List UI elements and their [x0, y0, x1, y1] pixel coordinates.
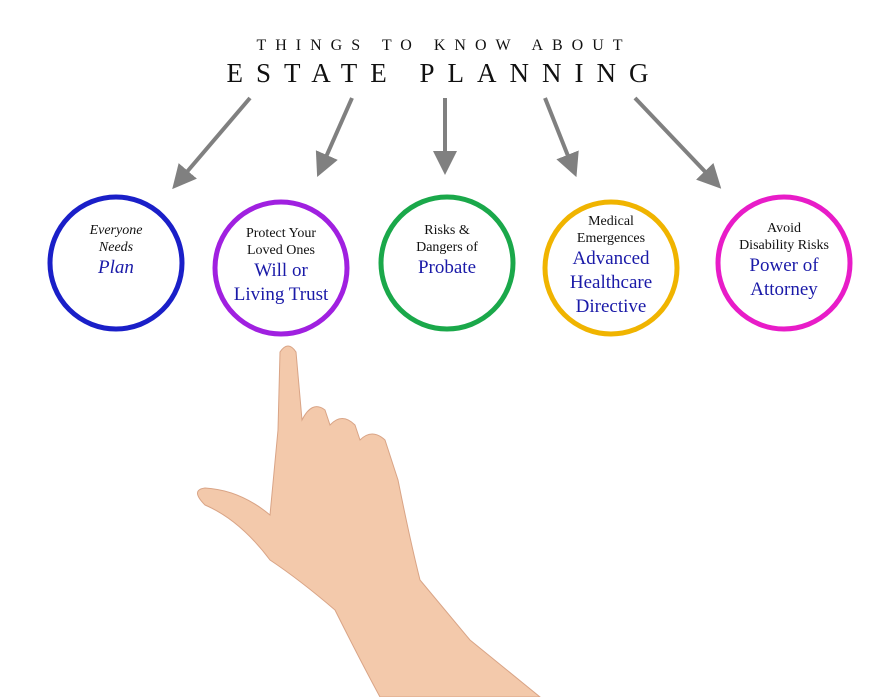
item-subtitle: Loved Ones	[246, 243, 316, 258]
item-3: Risks & Dangers of Probate	[377, 222, 517, 280]
ring-1	[47, 194, 185, 332]
item-heading: Directive	[575, 296, 647, 317]
arrow-4	[543, 97, 579, 178]
item-heading: Probate	[417, 257, 477, 278]
ring-2	[212, 199, 350, 337]
item-subtitle: Emergences	[576, 231, 646, 246]
arrow-5	[633, 96, 722, 189]
arrow-2	[315, 97, 354, 177]
item-subtitle: Medical	[588, 214, 634, 229]
item-heading: Plan	[98, 257, 134, 278]
item-subtitle: Everyone	[89, 223, 143, 238]
item-subtitle: Dangers of	[416, 240, 478, 255]
item-heading: Power of	[749, 255, 819, 276]
pointing-hand	[197, 345, 541, 697]
item-subtitle: Risks &	[424, 223, 470, 238]
item-heading: Will or	[254, 260, 308, 281]
item-heading: Living Trust	[233, 284, 329, 305]
arrow-1	[172, 96, 252, 190]
item-subtitle: Needs	[98, 240, 134, 255]
item-subtitle: Protect Your	[245, 226, 316, 241]
title-line-1: THINGS TO KNOW ABOUT	[256, 37, 632, 54]
ring-4	[542, 199, 680, 337]
item-subtitle: Disability Risks	[739, 238, 829, 253]
title-line-2: ESTATE PLANNING	[226, 58, 662, 88]
item-heading: Attorney	[750, 279, 818, 300]
ring-3	[378, 194, 516, 332]
item-heading: Healthcare	[569, 272, 653, 293]
item-subtitle: Avoid	[767, 221, 801, 236]
ring-5	[715, 194, 853, 332]
item-heading: Advanced	[572, 248, 650, 269]
